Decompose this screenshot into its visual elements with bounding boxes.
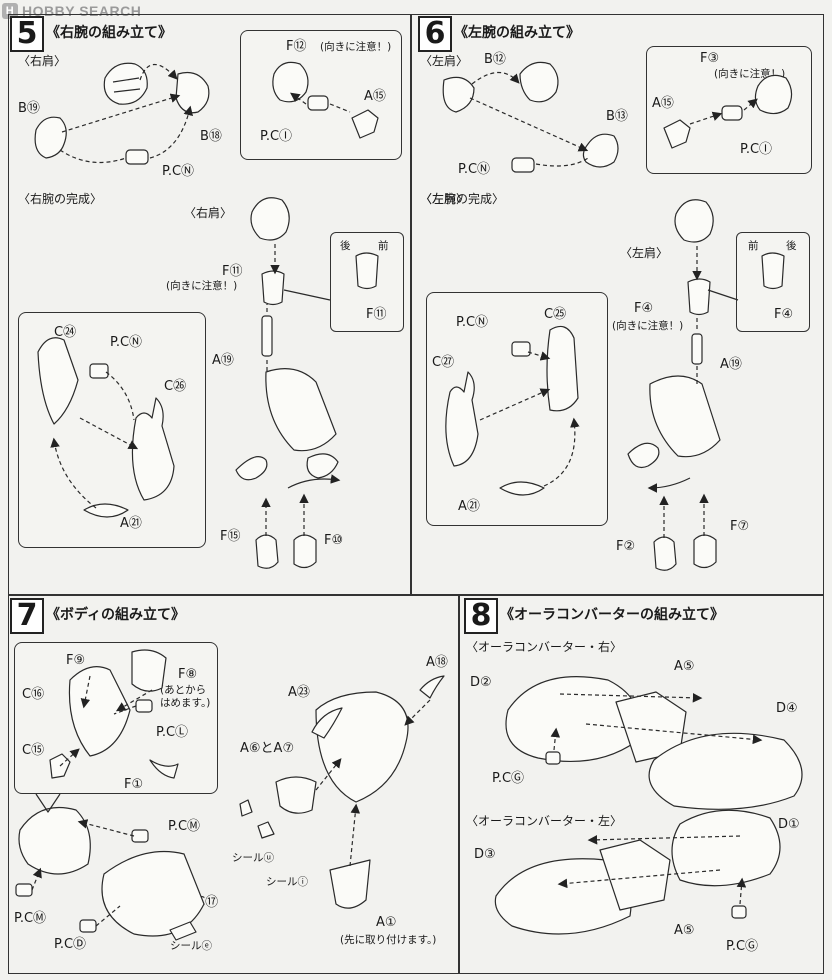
step6-number: 6 bbox=[418, 16, 452, 52]
label-pci-6: P.CⒾ bbox=[740, 142, 773, 157]
label-b12: B⑫ bbox=[484, 52, 506, 67]
note-f11: (向きに注意！) bbox=[166, 280, 238, 292]
label-pcm-1: P.CⓂ bbox=[168, 819, 201, 834]
label-a23: A㉓ bbox=[288, 685, 310, 700]
note-f8-2: はめます。) bbox=[160, 697, 211, 709]
label-left-shoulder: 〈左肩〉 bbox=[420, 54, 469, 68]
label-b18: B⑱ bbox=[200, 129, 222, 144]
step5-arm-parts bbox=[37, 197, 379, 569]
step5-detail-box-f12 bbox=[240, 30, 402, 160]
label-b13: B⑬ bbox=[606, 109, 628, 124]
hobby-search-logo-icon: H bbox=[2, 3, 18, 19]
label-a19-6: A⑲ bbox=[720, 357, 742, 372]
label-f4-box: F④ bbox=[774, 307, 794, 322]
label-seal-u: シールⓤ bbox=[232, 852, 274, 864]
step8-number: 8 bbox=[464, 598, 498, 634]
label-pcm-2: P.CⓂ bbox=[14, 911, 47, 926]
step5-sub-shoulder: 〈右肩〉 bbox=[18, 54, 67, 68]
label-a5-b: A⑤ bbox=[674, 923, 695, 938]
note-f12: (向きに注意！) bbox=[320, 41, 392, 53]
label-a6a7: A⑥とA⑦ bbox=[240, 741, 295, 756]
step5-sub-complete: 〈右腕の完成〉 bbox=[18, 192, 103, 206]
label-pcn-6b: P.CⓃ bbox=[456, 315, 489, 330]
label-f11: F⑪ bbox=[222, 264, 243, 279]
label-c24: C㉔ bbox=[54, 325, 77, 340]
label-c15: C⑮ bbox=[22, 743, 45, 758]
label-front-6: 前 bbox=[748, 240, 759, 252]
label-c26: C㉖ bbox=[164, 379, 187, 394]
label-f8: F⑧ bbox=[178, 667, 198, 682]
label-f11-box: F⑪ bbox=[366, 307, 387, 322]
note-a1: (先に取り付けます。) bbox=[340, 934, 437, 946]
label-f1: F① bbox=[124, 777, 144, 792]
label-pcg: P.CⒼ bbox=[492, 771, 525, 786]
step7-panel bbox=[8, 594, 460, 974]
step8-sub-left: 〈オーラコンバーター・左〉 bbox=[466, 814, 623, 828]
step5-number: 5 bbox=[10, 16, 44, 52]
step5-title: 《右腕の組み立て》 bbox=[46, 25, 172, 41]
label-left-shoulder-2: 〈左肩〉 bbox=[620, 246, 669, 260]
step6-title: 《左腕の組み立て》 bbox=[454, 25, 580, 41]
label-a1: A① bbox=[376, 915, 397, 930]
hobby-search-watermark: H HOBBY SEARCH bbox=[2, 1, 172, 21]
label-pcn: P.CⓃ bbox=[162, 164, 195, 179]
label-back-5: 後 bbox=[340, 240, 351, 252]
step7-body-parts bbox=[15, 649, 445, 941]
label-c16: C⑯ bbox=[22, 687, 45, 702]
label-pcl: P.CⓁ bbox=[156, 725, 189, 740]
label-a15: A⑮ bbox=[364, 89, 386, 104]
label-f12: F⑫ bbox=[286, 39, 307, 54]
step8-sub-right: 〈オーラコンバーター・右〉 bbox=[466, 640, 623, 654]
step8-panel bbox=[458, 594, 824, 974]
label-right-shoulder: 〈右肩〉 bbox=[184, 206, 233, 220]
label-pcn-6: P.CⓃ bbox=[458, 162, 491, 177]
label-a18: A⑱ bbox=[426, 655, 448, 670]
step7-title: 《ボディの組み立て》 bbox=[46, 607, 186, 623]
label-a5: A⑤ bbox=[674, 659, 695, 674]
step5-shoulder-parts bbox=[34, 61, 379, 165]
label-f3: F③ bbox=[700, 51, 720, 66]
label-seal-e: シールⓔ bbox=[170, 940, 212, 952]
watermark-text: HOBBY SEARCH bbox=[22, 3, 142, 19]
label-pcn-2: P.CⓃ bbox=[110, 335, 143, 350]
step8-converter-parts bbox=[494, 676, 803, 935]
label-back-6: 後 bbox=[786, 240, 797, 252]
label-f2: F② bbox=[616, 539, 636, 554]
label-d1: D① bbox=[778, 817, 800, 832]
label-f15: F⑮ bbox=[220, 529, 241, 544]
label-d4: D④ bbox=[776, 701, 798, 716]
label-f7: F⑦ bbox=[730, 519, 750, 534]
label-b19: B⑲ bbox=[18, 101, 40, 116]
step7-number: 7 bbox=[10, 598, 44, 634]
label-seal-i: シールⓘ bbox=[266, 876, 308, 888]
step5-panel bbox=[8, 14, 412, 596]
step6-sub-shoulder: 〈左肩〉 bbox=[420, 192, 469, 206]
label-d3: D③ bbox=[474, 847, 496, 862]
label-pci: P.CⒾ bbox=[260, 129, 293, 144]
label-a21-6: A㉑ bbox=[458, 499, 480, 514]
label-pcg-2: P.CⒼ bbox=[726, 939, 759, 954]
label-f4: F④ bbox=[634, 301, 654, 316]
note-f4: (向きに注意！) bbox=[612, 320, 684, 332]
step6-shoulder-parts bbox=[442, 61, 793, 173]
label-c27: C㉗ bbox=[432, 355, 455, 370]
label-a15-6: A⑮ bbox=[652, 96, 674, 111]
label-f9: F⑨ bbox=[66, 653, 86, 668]
step8-title: 《オーラコンバーターの組み立て》 bbox=[500, 607, 724, 623]
label-pcd: P.CⒹ bbox=[54, 937, 87, 952]
label-a21: A㉑ bbox=[120, 516, 142, 531]
label-f10: F⑩ bbox=[324, 533, 344, 548]
label-a19: A⑲ bbox=[212, 353, 234, 368]
label-d2: D② bbox=[470, 675, 492, 690]
step6-arm-parts bbox=[445, 199, 785, 571]
note-f8-1: (あとから bbox=[160, 684, 207, 696]
step6-panel bbox=[410, 14, 824, 596]
step6-sub-complete: 〈左腕の完成〉 bbox=[420, 192, 505, 206]
label-front-5: 前 bbox=[378, 240, 389, 252]
label-c25: C㉕ bbox=[544, 307, 567, 322]
